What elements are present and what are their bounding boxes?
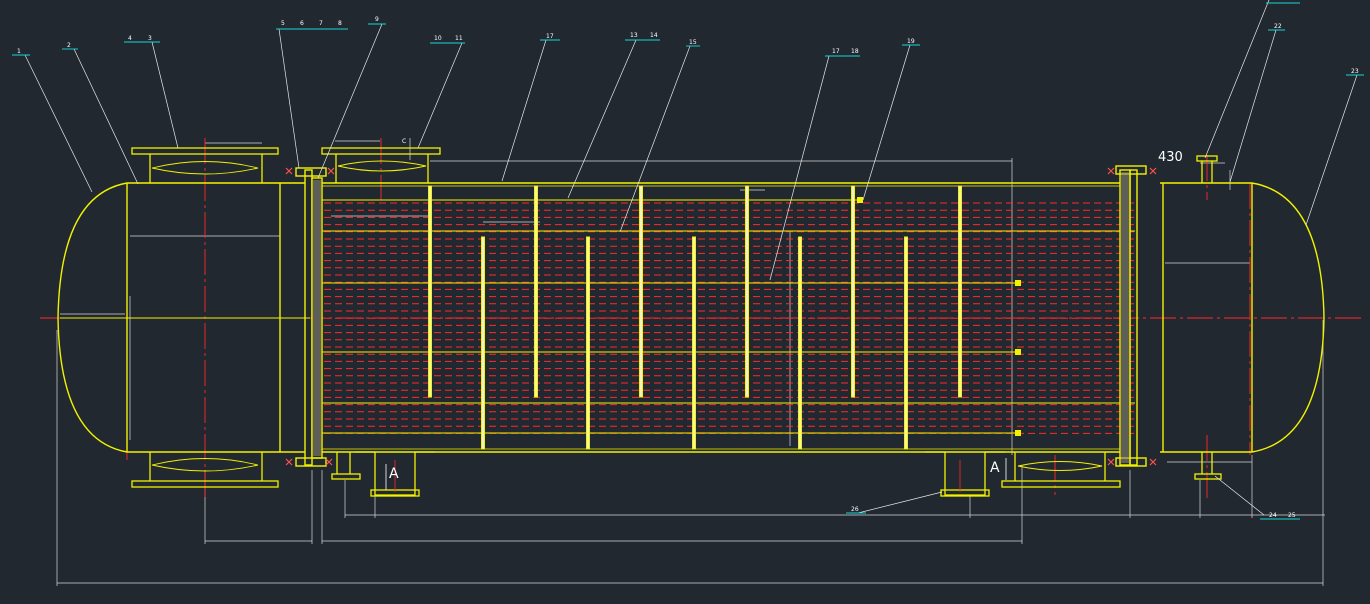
callout-4: 4 [128, 35, 132, 42]
section-marker-right: A [990, 460, 1000, 476]
callout-leaders [24, 0, 1358, 516]
baffle-plate [586, 236, 590, 450]
dimension-lines [56, 138, 1325, 586]
callout-11: 11 [455, 35, 463, 42]
baffle-plate [534, 185, 538, 398]
baffle-plate [904, 236, 908, 450]
callout-labels: 1 2 4 3 5 6 7 8 9 10 11 17 13 14 15 17 1… [17, 16, 1359, 519]
section-brackets [385, 458, 1007, 490]
callout-2: 2 [67, 42, 71, 49]
section-marker-left: A [389, 466, 399, 482]
nozzle-height-dim: 430 [1158, 150, 1183, 165]
callout-10: 10 [434, 35, 442, 42]
baffle-plate [851, 185, 855, 398]
callout-17b: 17 [832, 48, 840, 55]
baffle-plate [481, 236, 485, 450]
callout-26: 26 [851, 506, 859, 513]
baffle-plate [692, 236, 696, 450]
baffle-plate [745, 185, 749, 398]
bolt-marks [285, 167, 1157, 466]
callout-25: 25 [1288, 512, 1296, 519]
callout-15: 15 [689, 39, 697, 46]
callout-14: 14 [650, 32, 658, 39]
tube-ends [857, 197, 1021, 436]
callout-24: 24 [1269, 512, 1277, 519]
callout-17a: 17 [546, 33, 554, 40]
shell-outline [57, 165, 1325, 467]
baffle-plate [428, 185, 432, 398]
callout-5: 5 [281, 20, 285, 27]
callout-6: 6 [300, 20, 304, 27]
marker-c: C [402, 138, 406, 145]
callout-7: 7 [319, 20, 323, 27]
callout-23: 23 [1351, 68, 1359, 75]
callout-3: 3 [148, 35, 152, 42]
callout-8: 8 [338, 20, 342, 27]
callout-22: 22 [1274, 23, 1282, 30]
baffle-plate [639, 185, 643, 398]
callout-9: 9 [375, 16, 379, 23]
callout-19: 19 [907, 38, 915, 45]
callout-18: 18 [851, 48, 859, 55]
nozzles [131, 147, 1222, 497]
baffle-plate [798, 236, 802, 450]
baffle-plate [958, 185, 962, 398]
baffles [428, 185, 962, 450]
callout-13: 13 [630, 32, 638, 39]
tube-sheet-hatch [313, 172, 1129, 463]
callout-1: 1 [17, 48, 21, 55]
callout-underlines [12, 2, 1364, 520]
